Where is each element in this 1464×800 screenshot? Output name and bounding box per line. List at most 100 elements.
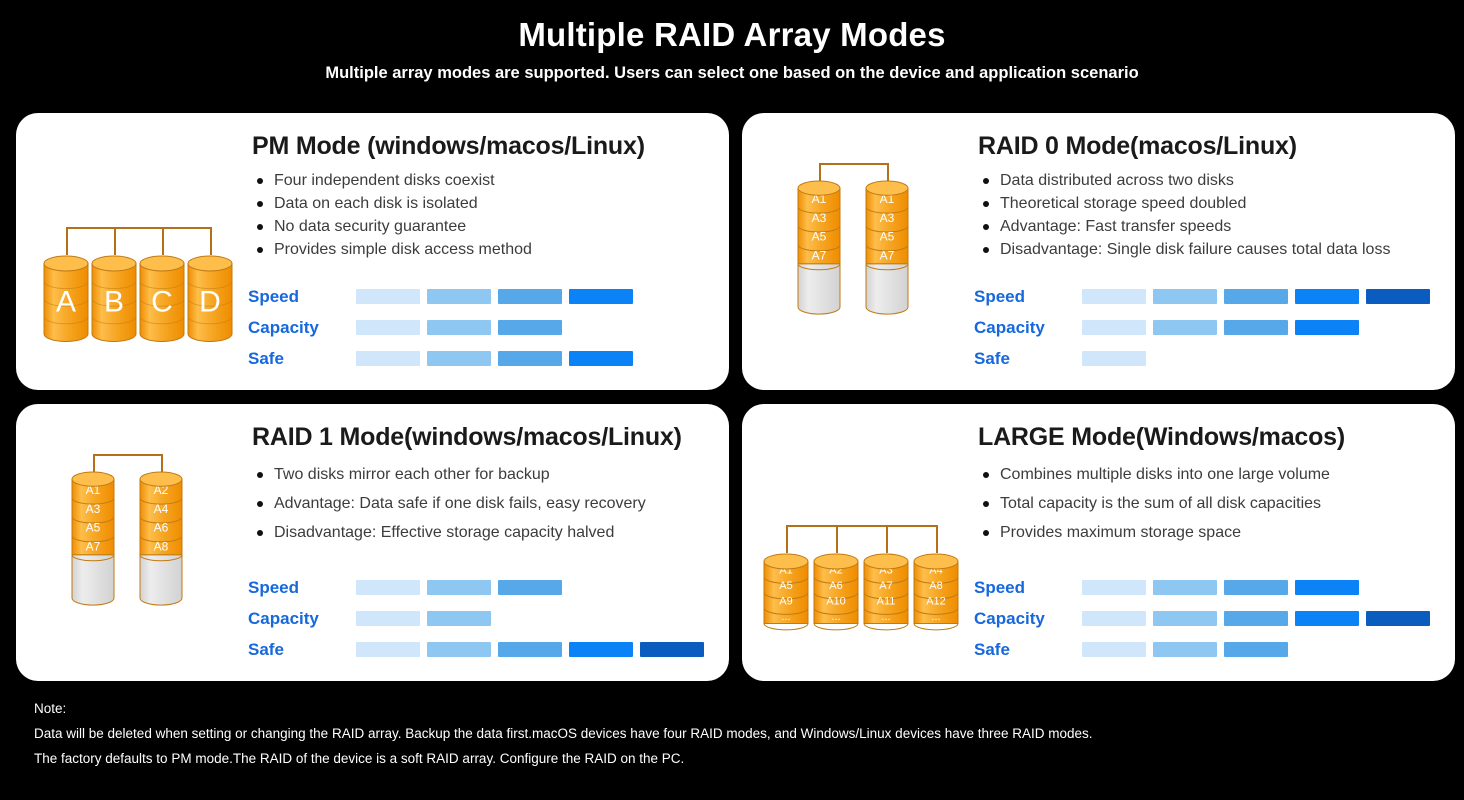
svg-text:A: A bbox=[56, 285, 76, 318]
card-bullet: Theoretical storage speed doubled bbox=[978, 192, 1441, 215]
meter-bars bbox=[1082, 642, 1430, 657]
card-bullet-list: Combines multiple disks into one large v… bbox=[978, 460, 1441, 547]
meter-segment bbox=[1082, 580, 1146, 595]
meter-segment bbox=[640, 351, 704, 366]
meter-segment bbox=[569, 289, 633, 304]
meter-row: Speed bbox=[974, 281, 1441, 312]
page-header: Multiple RAID Array Modes Multiple array… bbox=[0, 0, 1464, 84]
card-bullet: Advantage: Fast transfer speeds bbox=[978, 215, 1441, 238]
meter-label: Capacity bbox=[248, 608, 319, 628]
svg-text:...: ... bbox=[931, 611, 940, 623]
meter-bars bbox=[356, 289, 704, 304]
svg-text:A5: A5 bbox=[880, 230, 895, 244]
svg-text:A11: A11 bbox=[877, 596, 896, 608]
svg-text:D: D bbox=[199, 285, 221, 318]
card-bullet: Disadvantage: Effective storage capacity… bbox=[252, 518, 715, 547]
note-block: Note: Data will be deleted when setting … bbox=[34, 696, 1093, 771]
meter-segment bbox=[1366, 580, 1430, 595]
meter-bars bbox=[1082, 351, 1430, 366]
meter-segment bbox=[1153, 351, 1217, 366]
svg-text:A8: A8 bbox=[929, 580, 942, 592]
meter-label: Safe bbox=[974, 639, 1010, 659]
meter-segment bbox=[640, 642, 704, 657]
meter-row: Safe bbox=[974, 634, 1441, 665]
disk-connector bbox=[30, 227, 248, 257]
meter-segment bbox=[1366, 611, 1430, 626]
svg-text:A10: A10 bbox=[826, 596, 846, 608]
card-bullet: Data on each disk is isolated bbox=[252, 192, 715, 215]
meter-segment bbox=[498, 580, 562, 595]
svg-text:A3: A3 bbox=[812, 211, 827, 225]
meter-label: Speed bbox=[248, 577, 300, 597]
meter-segment bbox=[356, 580, 420, 595]
disk-cylinder: D bbox=[187, 255, 233, 376]
disk-connector bbox=[756, 525, 974, 555]
meter-segment bbox=[1295, 642, 1359, 657]
meter-segment bbox=[1224, 580, 1288, 595]
meter-segment bbox=[1082, 351, 1146, 366]
meter-bars bbox=[1082, 320, 1430, 335]
card-content: RAID 0 Mode(macos/Linux) Data distribute… bbox=[974, 131, 1441, 376]
card-content: LARGE Mode(Windows/macos) Combines multi… bbox=[974, 422, 1441, 667]
meter-segment bbox=[356, 611, 420, 626]
meter-row: Capacity bbox=[248, 312, 715, 343]
svg-text:A7: A7 bbox=[86, 540, 101, 554]
meter-segment bbox=[640, 580, 704, 595]
meter-segment bbox=[1295, 611, 1359, 626]
meter-segment bbox=[569, 351, 633, 366]
meter-segment bbox=[1366, 320, 1430, 335]
meter-segment bbox=[640, 611, 704, 626]
meter-segment bbox=[569, 580, 633, 595]
meter-segment bbox=[1082, 320, 1146, 335]
mode-card-grid: A B C bbox=[16, 113, 1456, 681]
meter-row: Capacity bbox=[974, 312, 1441, 343]
meter-row: Safe bbox=[248, 343, 715, 374]
disk-cylinder: B bbox=[91, 255, 137, 376]
meter-segment bbox=[498, 289, 562, 304]
card-bullet: Disadvantage: Single disk failure causes… bbox=[978, 238, 1441, 261]
card-bullet: Four independent disks coexist bbox=[252, 169, 715, 192]
meter-bars bbox=[356, 351, 704, 366]
svg-text:A7: A7 bbox=[879, 580, 892, 592]
meter-bars bbox=[356, 320, 704, 335]
card-bullet: Total capacity is the sum of all disk ca… bbox=[978, 489, 1441, 518]
meter-row: Safe bbox=[248, 634, 715, 665]
meter-segment bbox=[498, 611, 562, 626]
meter-segment bbox=[569, 611, 633, 626]
card-visual: A B C bbox=[30, 131, 248, 376]
meter-row: Capacity bbox=[248, 603, 715, 634]
svg-text:...: ... bbox=[881, 611, 890, 623]
meter-segment bbox=[569, 320, 633, 335]
svg-text:A5: A5 bbox=[779, 580, 792, 592]
note-line: The factory defaults to PM mode.The RAID… bbox=[34, 751, 685, 766]
meter-segment bbox=[1224, 320, 1288, 335]
svg-text:...: ... bbox=[831, 611, 840, 623]
svg-text:A7: A7 bbox=[812, 249, 827, 263]
svg-text:A9: A9 bbox=[779, 596, 792, 608]
meter-label: Safe bbox=[974, 348, 1010, 368]
meter-segment bbox=[1366, 289, 1430, 304]
meter-segment bbox=[1153, 580, 1217, 595]
disk-connector bbox=[30, 454, 248, 476]
meter-segment bbox=[1295, 320, 1359, 335]
page-title: Multiple RAID Array Modes bbox=[518, 16, 946, 53]
svg-text:A3: A3 bbox=[86, 502, 101, 516]
svg-text:B: B bbox=[104, 285, 124, 318]
meter-label: Capacity bbox=[974, 608, 1045, 628]
meter-segment bbox=[498, 351, 562, 366]
card-content: PM Mode (windows/macos/Linux) Four indep… bbox=[248, 131, 715, 376]
svg-text:A4: A4 bbox=[154, 502, 169, 516]
